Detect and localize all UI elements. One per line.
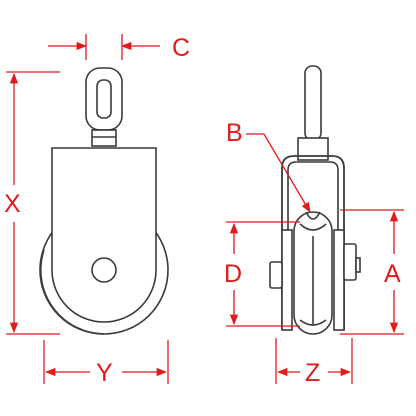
swivel-shank bbox=[304, 65, 322, 141]
groove-notch bbox=[305, 211, 321, 220]
cheek-plate-right bbox=[333, 229, 345, 331]
side-plate bbox=[51, 147, 157, 323]
cheek-plate-left bbox=[281, 229, 293, 331]
swivel-neck bbox=[91, 129, 117, 147]
dimension-lines bbox=[6, 34, 404, 384]
dim-label-z: Z bbox=[305, 359, 320, 387]
dim-label-d: D bbox=[224, 260, 242, 288]
dim-b-leader bbox=[246, 133, 311, 213]
dim-label-x: X bbox=[4, 190, 21, 218]
dim-label-c: C bbox=[172, 34, 190, 62]
swivel-eye-inner bbox=[96, 79, 112, 119]
dim-label-a: A bbox=[384, 260, 401, 288]
axle-nub-right bbox=[343, 243, 357, 281]
front-view bbox=[269, 65, 361, 335]
front-strap bbox=[281, 155, 345, 330]
axle-bolt bbox=[91, 257, 117, 283]
dim-label-b: B bbox=[226, 119, 243, 147]
axle-nub-left bbox=[269, 261, 283, 289]
swivel-head bbox=[297, 137, 329, 161]
dim-label-y: Y bbox=[96, 359, 113, 387]
side-view bbox=[39, 67, 169, 335]
